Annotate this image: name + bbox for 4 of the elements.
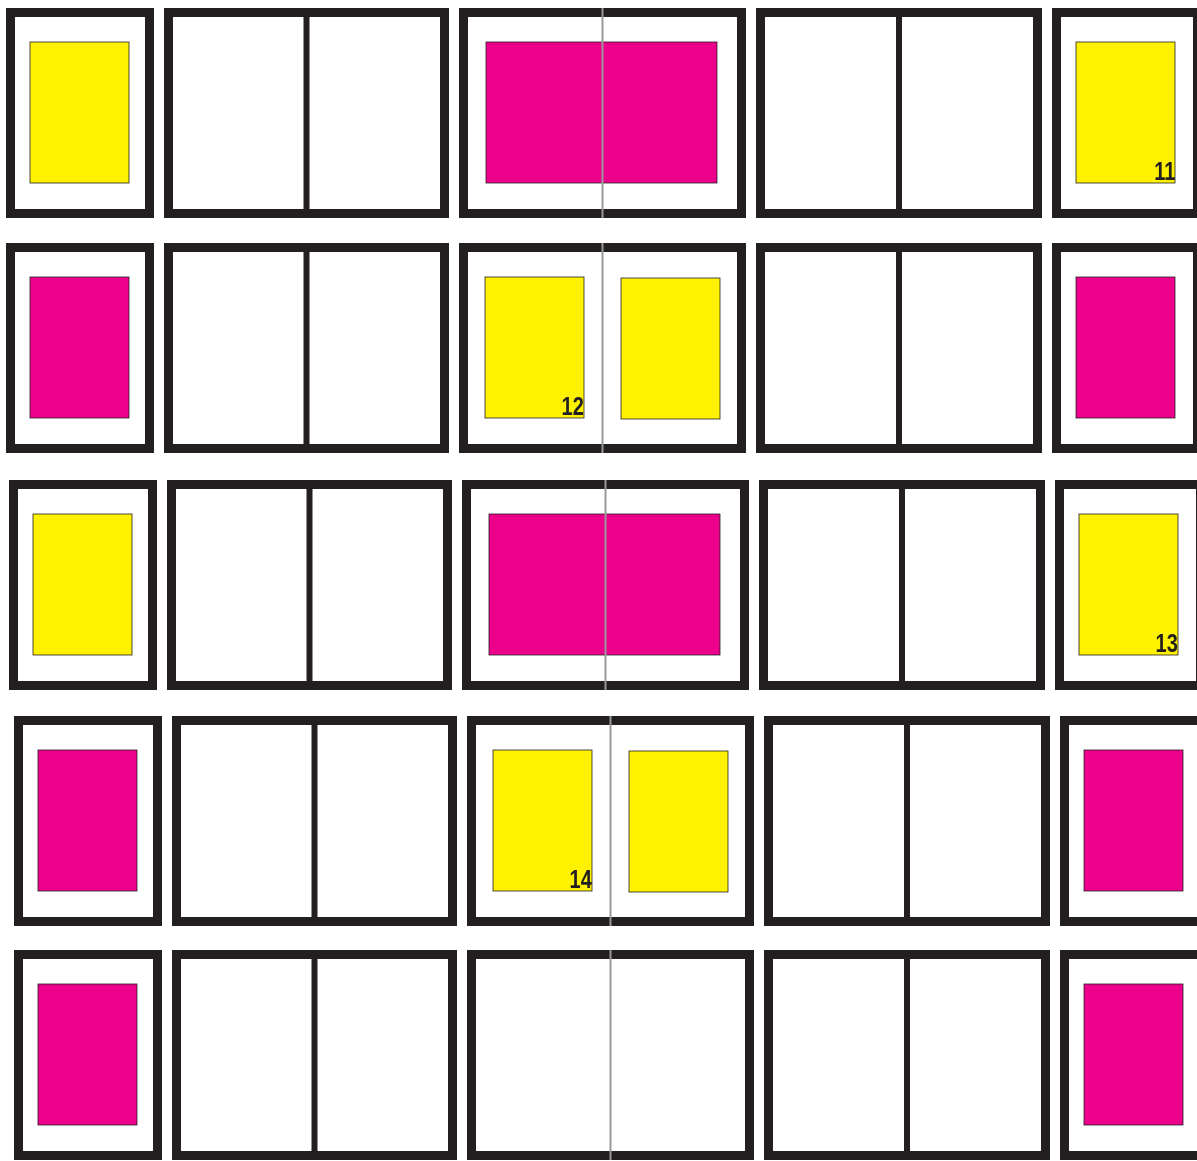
page-number: 12 <box>561 394 584 419</box>
page-number: 11 <box>1153 159 1175 184</box>
page-number: 13 <box>1155 631 1178 656</box>
page-number: 14 <box>569 867 592 892</box>
